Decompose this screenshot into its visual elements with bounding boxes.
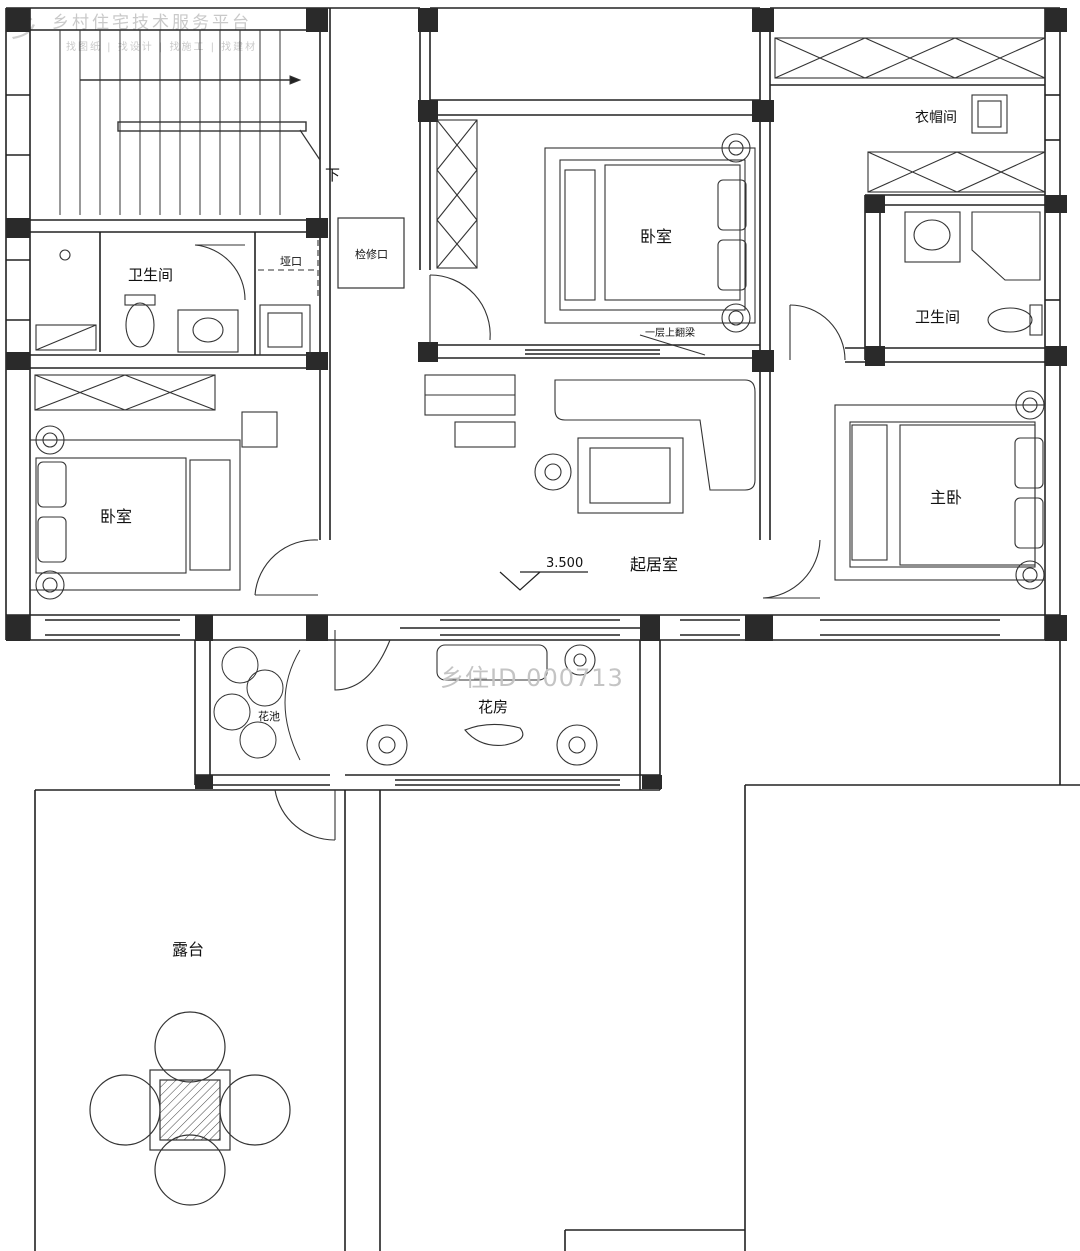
- watermark-platform-name: 乡村住宅技术服务平台: [52, 13, 252, 33]
- bathroom-left-label: 卫生间: [128, 266, 173, 284]
- stair-down-label: 下: [325, 166, 340, 184]
- bathroom-right-label: 卫生间: [915, 308, 960, 326]
- flower-room-label: 花房: [478, 698, 508, 716]
- beam-note-label: 一层上翻梁: [645, 326, 695, 339]
- elevation-label: 3.500: [546, 556, 583, 571]
- access-hatch-box: [337, 217, 405, 289]
- master-bedroom-label: 主卧: [930, 488, 962, 507]
- planter-plants: [213, 646, 301, 761]
- living-room-label: 起居室: [630, 555, 678, 574]
- bedroom-left-label: 卧室: [100, 507, 132, 526]
- closet-label: 衣帽间: [915, 110, 957, 126]
- flower-room-furniture: [274, 630, 598, 841]
- living-room-furniture: [424, 374, 821, 599]
- elevation-marker: [499, 571, 588, 591]
- top-bedroom-furniture: [429, 119, 756, 356]
- left-bedroom-furniture: [29, 374, 319, 600]
- bedroom-top-label: 卧室: [640, 227, 672, 246]
- walls: [5, 7, 1080, 1251]
- left-bathroom-fixtures: [35, 240, 319, 356]
- columns: [6, 8, 1067, 789]
- closet-and-right-bathroom: [774, 37, 1046, 361]
- watermark-id: 乡住ID 000713: [440, 664, 624, 692]
- terrace-label: 露台: [172, 940, 204, 959]
- watermark-services: 找图纸 | 找设计 | 找施工 | 找建材: [66, 42, 258, 53]
- terrace-table-set: [89, 1011, 291, 1206]
- access-hatch-label: 检修口: [355, 247, 388, 261]
- staircase: [59, 30, 321, 215]
- planter-label: 花池: [258, 710, 280, 723]
- master-bedroom-furniture: [834, 390, 1046, 590]
- shaft-label: 垭口: [280, 255, 302, 268]
